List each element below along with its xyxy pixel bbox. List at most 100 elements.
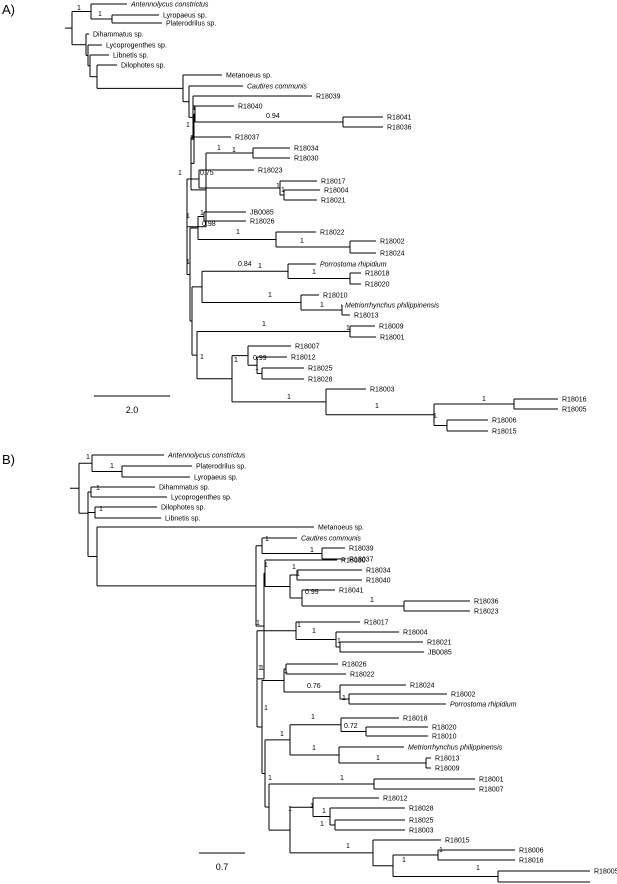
taxon-label: R18025 (409, 818, 434, 825)
taxon-label: R18021 (321, 198, 346, 205)
taxon-label: Libnetis sp. (113, 53, 148, 60)
taxon-label: R18036 (474, 599, 499, 606)
taxon-label: R18040 (238, 104, 263, 111)
taxon-label: Antennolycus constrictus (130, 2, 209, 9)
taxon-label: R18016 (562, 397, 587, 404)
support-value: 1 (258, 263, 262, 270)
taxon-label: JB0085 (250, 210, 274, 217)
taxon-label: R18005 (594, 869, 617, 876)
taxon-label: R18034 (294, 146, 319, 153)
support-value: 1 (265, 536, 269, 543)
support-value: 1 (370, 597, 374, 604)
taxon-label: R18028 (308, 377, 333, 384)
support-value: 1 (287, 394, 291, 401)
support-value: 1 (190, 135, 194, 142)
taxon-label: R18020 (432, 725, 457, 732)
scale-bar-label: 2.0 (126, 405, 139, 415)
taxon-label: R18018 (403, 716, 428, 723)
support-value: 1 (234, 357, 238, 364)
taxon-label: R18039 (349, 546, 374, 553)
taxon-label: R18017 (321, 179, 346, 186)
taxon-label: R18005 (562, 407, 587, 414)
support-value: 1 (110, 463, 114, 470)
taxon-label: R18018 (365, 271, 390, 278)
support-value: 1 (433, 413, 437, 420)
taxon-label: R18002 (380, 239, 405, 246)
support-value: 0.98 (202, 221, 216, 228)
support-value: 1 (200, 354, 204, 361)
taxon-label: R18015 (445, 838, 470, 845)
taxon-label: R18024 (410, 683, 435, 690)
support-value: 1 (310, 803, 314, 810)
support-value: 1 (346, 843, 350, 850)
support-value: 1 (312, 269, 316, 276)
taxon-label: R18004 (324, 188, 349, 195)
support-value: 1 (376, 755, 380, 762)
support-value: 1 (296, 571, 300, 578)
taxon-label: R18020 (365, 282, 390, 289)
support-value: 1 (98, 11, 102, 18)
support-value: 1 (310, 547, 314, 554)
taxon-label: Metanoeus sp. (226, 73, 272, 80)
taxon-label: Dihammatus sp. (93, 32, 144, 39)
taxon-label: Platerodrilus sp. (196, 464, 246, 471)
taxon-label: R18004 (403, 630, 428, 637)
taxon-label: Dilophotes sp. (161, 505, 205, 512)
support-value: 1 (186, 122, 190, 129)
support-value: 1 (337, 638, 341, 645)
taxon-label: R18026 (342, 662, 367, 669)
support-value: 1 (439, 847, 443, 854)
support-value: 1 (340, 775, 344, 782)
support-value: 0.99 (305, 589, 319, 596)
taxon-label: Dilophotes sp. (121, 63, 165, 70)
taxon-label: R18006 (519, 848, 544, 855)
support-value: 1 (375, 403, 379, 410)
support-value: 1 (192, 105, 196, 112)
taxon-label: R18015 (492, 429, 517, 436)
taxon-label: JB0085 (428, 650, 452, 657)
support-value: 1 (297, 622, 301, 629)
support-value: 1 (402, 857, 406, 864)
support-value: 0.84 (238, 261, 252, 268)
support-value: 1 (284, 668, 288, 675)
taxon-label: R18013 (435, 756, 460, 763)
taxon-label: R18034 (366, 568, 391, 575)
taxon-label: R18012 (291, 355, 316, 362)
taxon-label: R18025 (308, 366, 333, 373)
taxon-label: R18003 (409, 828, 434, 835)
support-value: 1 (280, 731, 284, 738)
taxon-label: Metriorrhynchus philippinensis (408, 745, 503, 752)
taxon-label: Cautires communis (247, 84, 307, 91)
taxon-label: R18006 (492, 418, 517, 425)
taxon-label: R18003 (370, 387, 395, 394)
support-value: 1 (186, 259, 190, 266)
taxon-label: R18017 (364, 620, 389, 627)
taxon-label: R18012 (383, 796, 408, 803)
support-value: 0.94 (266, 113, 280, 120)
support-value: 1 (77, 5, 81, 12)
taxon-label: Porrostoma rhipidium (450, 702, 517, 709)
taxon-label: R18026 (250, 219, 275, 226)
support-value: 1 (300, 238, 304, 245)
support-value: 0.99 (253, 355, 267, 362)
taxon-label: R18030 (294, 156, 319, 163)
taxon-label: R18013 (354, 313, 379, 320)
taxon-label: Antennolycus constrictus (167, 453, 246, 460)
support-value: 1 (178, 170, 182, 177)
taxon-label: R18022 (350, 672, 375, 679)
support-value: 1 (320, 302, 324, 309)
taxon-label: R18024 (380, 251, 405, 258)
panel-label: B) (2, 452, 15, 467)
taxon-label: R18023 (258, 168, 283, 175)
taxon-label: R18016 (519, 858, 544, 865)
support-value: 1 (264, 705, 268, 712)
support-value: 1 (268, 775, 272, 782)
taxon-label: R18001 (479, 777, 504, 784)
support-value: 1 (217, 145, 221, 152)
panel-label: A) (2, 2, 15, 17)
support-value: 1 (200, 210, 204, 217)
taxon-label: R18007 (295, 344, 320, 351)
support-value: 0.76 (307, 683, 321, 690)
